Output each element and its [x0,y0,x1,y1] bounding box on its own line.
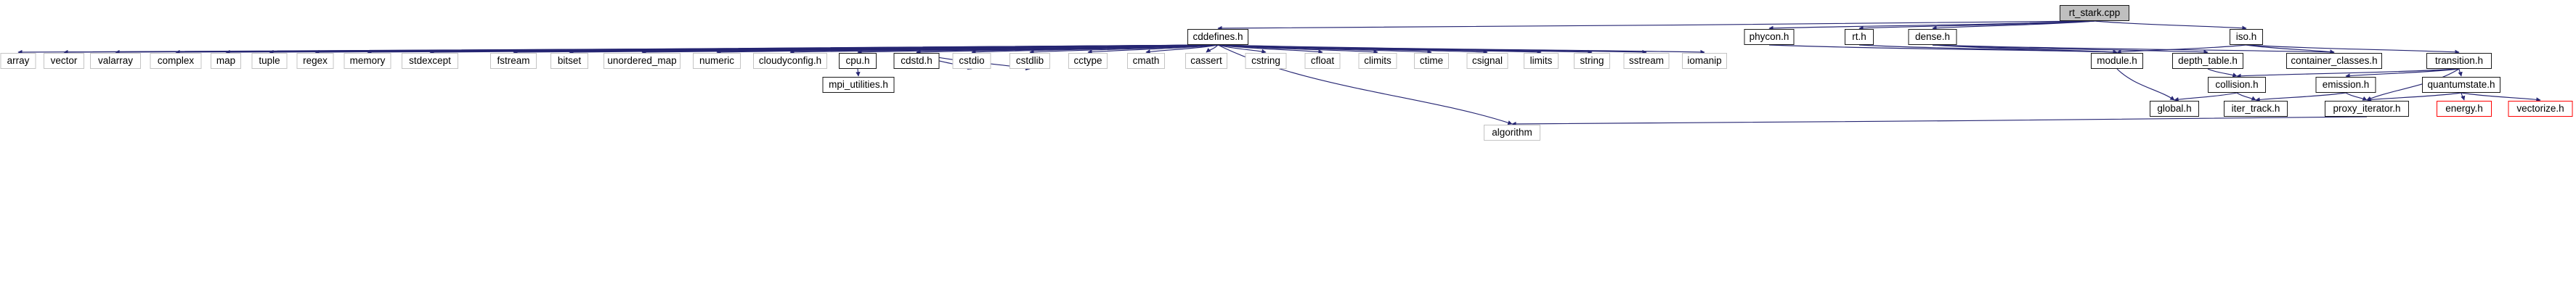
graph-node-phycon-h[interactable]: phycon.h [1744,29,1795,45]
graph-edge-iso-h-to-module-h [2116,44,2247,54]
graph-edge-quantumstate-h-to-vectorize-h [2461,92,2541,102]
graph-node-algorithm[interactable]: algorithm [1484,125,1540,141]
graph-node-cloudyconfig-h[interactable]: cloudyconfig.h [753,53,827,69]
graph-node-cstring[interactable]: cstring [1245,53,1287,69]
graph-node-cmath[interactable]: cmath [1127,53,1165,69]
graph-node-depth-table-h[interactable]: depth_table.h [2172,53,2243,69]
graph-edge-module-h-to-global-h [2116,68,2175,101]
graph-node-valarray[interactable]: valarray [90,53,141,69]
graph-node-regex[interactable]: regex [296,53,334,69]
graph-edge-cddefines-h-to-iomanip [1217,44,1705,55]
graph-edge-rt-stark-cpp-to-iso-h [2094,20,2247,30]
graph-node-array[interactable]: array [0,53,36,69]
graph-node-cpu-h[interactable]: cpu.h [839,53,877,69]
graph-edge-proxy-iterator-h-to-algorithm [1511,116,2368,127]
graph-node-cfloat[interactable]: cfloat [1304,53,1341,69]
graph-node-quantumstate-h[interactable]: quantumstate.h [2422,77,2500,93]
graph-node-iomanip[interactable]: iomanip [1682,53,1727,69]
graph-node-container-classes-h[interactable]: container_classes.h [2286,53,2382,69]
graph-edge-dense-h-to-module-h [1932,44,2118,54]
graph-node-csignal[interactable]: csignal [1466,53,1508,69]
graph-node-numeric[interactable]: numeric [693,53,741,69]
graph-edge-iso-h-to-container-classes-h [2246,44,2335,54]
graph-node-ctime[interactable]: ctime [1414,53,1449,69]
graph-edge-iso-h-to-transition-h [2246,44,2460,54]
graph-edge-cddefines-h-to-cstring [1217,44,1267,54]
graph-edge-dense-h-to-container-classes-h [1932,44,2335,55]
graph-edge-rt-stark-cpp-to-cddefines-h [1217,20,2095,31]
graph-node-rt-stark-cpp[interactable]: rt_stark.cpp [2060,5,2129,21]
graph-node-rt-h[interactable]: rt.h [1845,29,1874,45]
graph-edge-transition-h-to-collision-h [2236,68,2460,78]
graph-edge-quantumstate-h-to-proxy-iterator-h [2366,92,2462,102]
graph-node-fstream[interactable]: fstream [490,53,537,69]
graph-edge-dense-h-to-depth-table-h [1932,44,2209,54]
graph-edge-cddefines-h-to-cmath [1145,44,1219,54]
graph-node-string[interactable]: string [1574,53,1610,69]
graph-node-vectorize-h[interactable]: vectorize.h [2508,101,2573,117]
graph-node-memory[interactable]: memory [344,53,391,69]
graph-edge-transition-h-to-quantumstate-h [2458,68,2463,77]
graph-node-stdexcept[interactable]: stdexcept [402,53,458,69]
graph-node-dense-h[interactable]: dense.h [1908,29,1957,45]
graph-node-sstream[interactable]: sstream [1623,53,1670,69]
graph-node-mpi-utilities-h[interactable]: mpi_utilities.h [822,77,895,93]
graph-node-complex[interactable]: complex [150,53,202,69]
graph-edge-rt-stark-cpp-to-rt-h [1858,20,2095,30]
graph-node-cstdio[interactable]: cstdio [952,53,991,69]
graph-node-tuple[interactable]: tuple [251,53,288,69]
graph-node-cdstd-h[interactable]: cdstd.h [893,53,940,69]
graph-node-bitset[interactable]: bitset [550,53,588,69]
graph-edge-rt-stark-cpp-to-phycon-h [1768,20,2095,31]
graph-edge-depth-table-h-to-collision-h [2207,68,2238,78]
graph-edge-cddefines-h-to-cctype [1087,44,1219,54]
graph-node-cctype[interactable]: cctype [1068,53,1108,69]
graph-edge-collision-h-to-global-h [2174,92,2238,102]
graph-node-emission-h[interactable]: emission.h [2315,77,2376,93]
graph-edge-transition-h-to-proxy-iterator-h [2366,68,2460,101]
graph-edge-transition-h-to-emission-h [2345,68,2460,78]
graph-node-iter-track-h[interactable]: iter_track.h [2224,101,2288,117]
graph-edge-cddefines-h-to-cassert [1206,44,1219,53]
graph-edge-collision-h-to-iter-track-h [2236,92,2256,101]
graph-edge-emission-h-to-proxy-iterator-h [2345,92,2368,101]
graph-node-collision-h[interactable]: collision.h [2208,77,2266,93]
graph-edge-cddefines-h-to-cstdlib [1029,44,1219,54]
graph-edge-quantumstate-h-to-energy-h [2461,92,2466,101]
graph-node-map[interactable]: map [211,53,241,69]
graph-node-iso-h[interactable]: iso.h [2230,29,2263,45]
graph-edge-rt-stark-cpp-to-dense-h [1932,20,2095,30]
graph-node-climits[interactable]: climits [1358,53,1397,69]
graph-node-proxy-iterator-h[interactable]: proxy_iterator.h [2325,101,2409,117]
graph-node-vector[interactable]: vector [44,53,84,69]
graph-node-cstdlib[interactable]: cstdlib [1009,53,1050,69]
graph-node-unordered-map[interactable]: unordered_map [604,53,680,69]
graph-node-energy-h[interactable]: energy.h [2437,101,2492,117]
graph-node-cassert[interactable]: cassert [1185,53,1227,69]
graph-edge-emission-h-to-iter-track-h [2255,92,2347,102]
graph-node-transition-h[interactable]: transition.h [2426,53,2492,69]
graph-node-limits[interactable]: limits [1524,53,1559,69]
graph-node-module-h[interactable]: module.h [2091,53,2143,69]
graph-node-cddefines-h[interactable]: cddefines.h [1187,29,1248,45]
graph-node-global-h[interactable]: global.h [2150,101,2199,117]
